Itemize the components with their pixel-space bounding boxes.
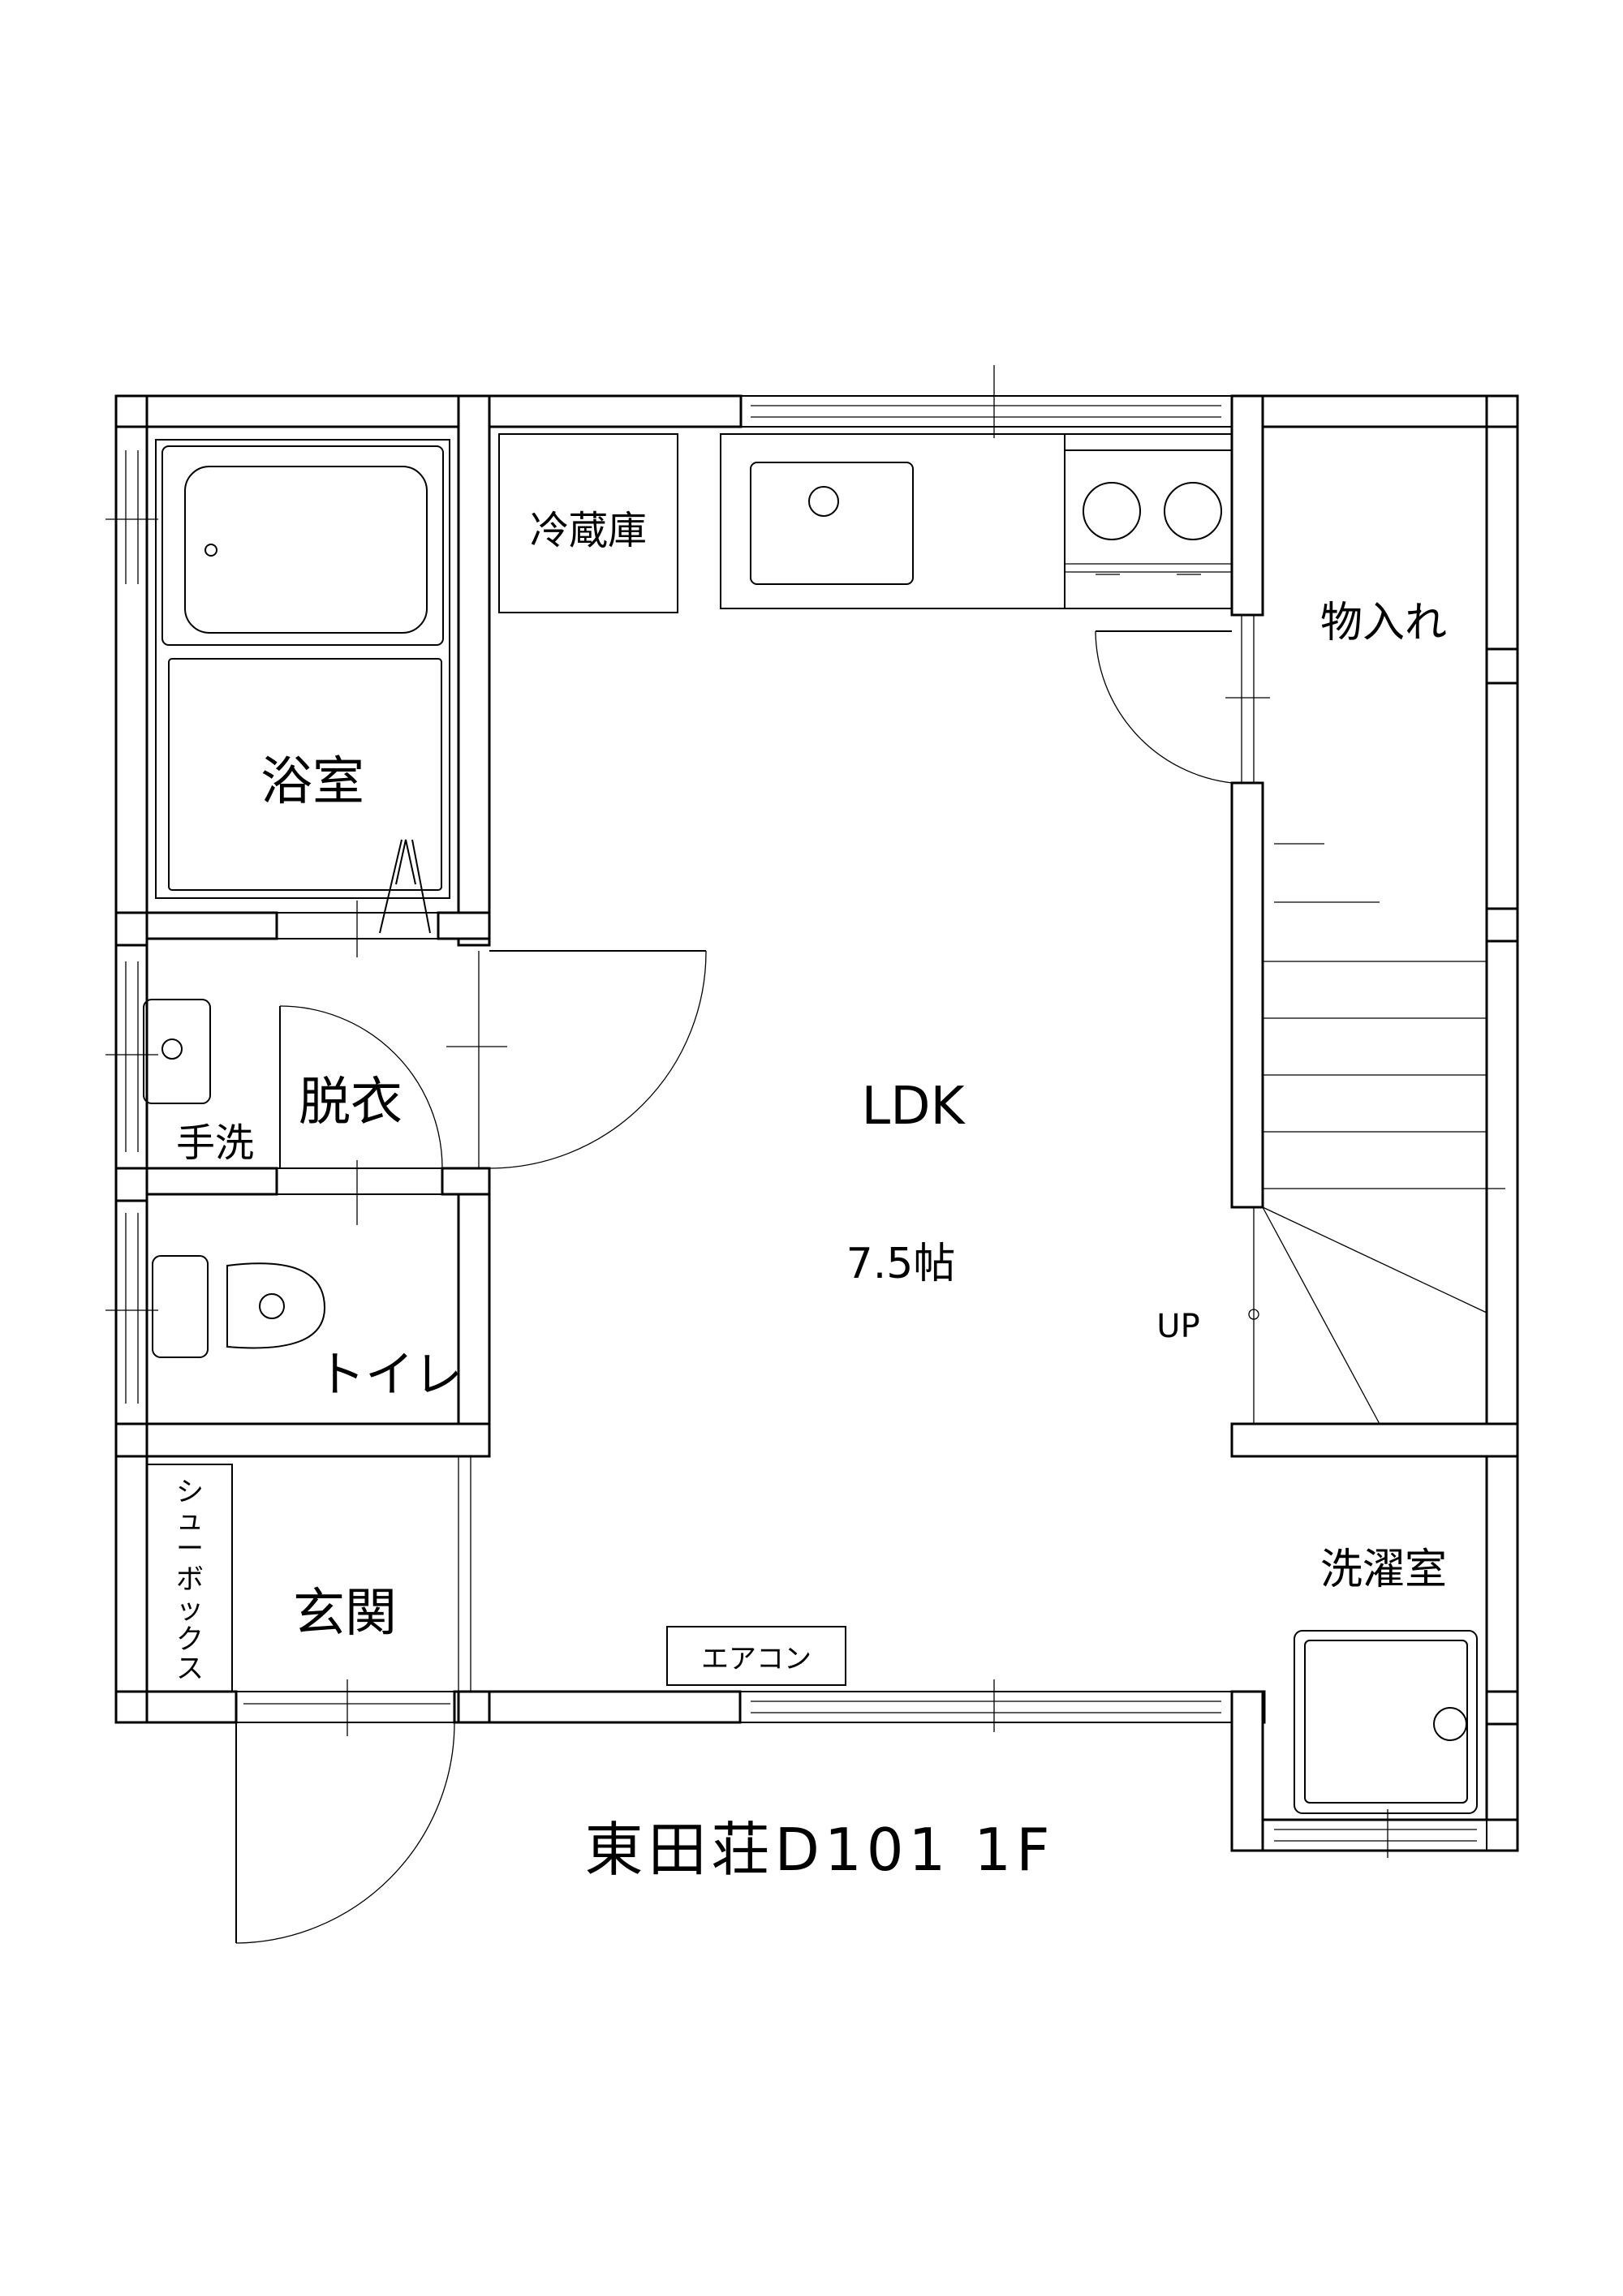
interior-walls bbox=[105, 394, 1519, 1692]
label-entrance: 玄関 bbox=[293, 1584, 397, 1644]
label-fridge: 冷蔵庫 bbox=[530, 508, 647, 553]
label-handwash: 手洗 bbox=[176, 1120, 254, 1166]
label-dressing: 脱衣 bbox=[299, 1073, 403, 1133]
plan-title: 東田荘D101 1F bbox=[585, 1816, 1055, 1884]
label-shoebox: シ ュ ー ボ ッ ク ス bbox=[176, 1476, 204, 1685]
labels: LDK 7.5帖 浴室 脱衣 手洗 トイレ 玄関 冷蔵庫 物入れ 洗濯室 UP … bbox=[176, 508, 1447, 1884]
svg-text:ス: ス bbox=[176, 1653, 204, 1685]
svg-text:ー: ー bbox=[176, 1533, 204, 1565]
label-stairs-up: UP bbox=[1156, 1308, 1199, 1345]
label-ldk-size: 7.5帖 bbox=[846, 1240, 956, 1288]
label-bath: 浴室 bbox=[260, 752, 364, 812]
label-aircon: エアコン bbox=[701, 1643, 812, 1675]
stairs bbox=[1248, 843, 1505, 1425]
doors bbox=[235, 615, 1270, 1944]
label-laundry: 洗濯室 bbox=[1320, 1546, 1447, 1594]
outer-walls bbox=[114, 394, 1519, 1852]
svg-text:ッ: ッ bbox=[176, 1593, 204, 1626]
svg-text:ボ: ボ bbox=[176, 1563, 204, 1596]
windows bbox=[235, 365, 1487, 1858]
label-toilet: トイレ bbox=[316, 1347, 463, 1404]
svg-text:ク: ク bbox=[176, 1623, 204, 1656]
label-ldk: LDK bbox=[862, 1077, 966, 1137]
svg-text:ュ: ュ bbox=[176, 1504, 204, 1537]
label-closet: 物入れ bbox=[1320, 599, 1447, 647]
fixtures bbox=[143, 433, 1478, 1814]
svg-text:シ: シ bbox=[176, 1476, 204, 1508]
